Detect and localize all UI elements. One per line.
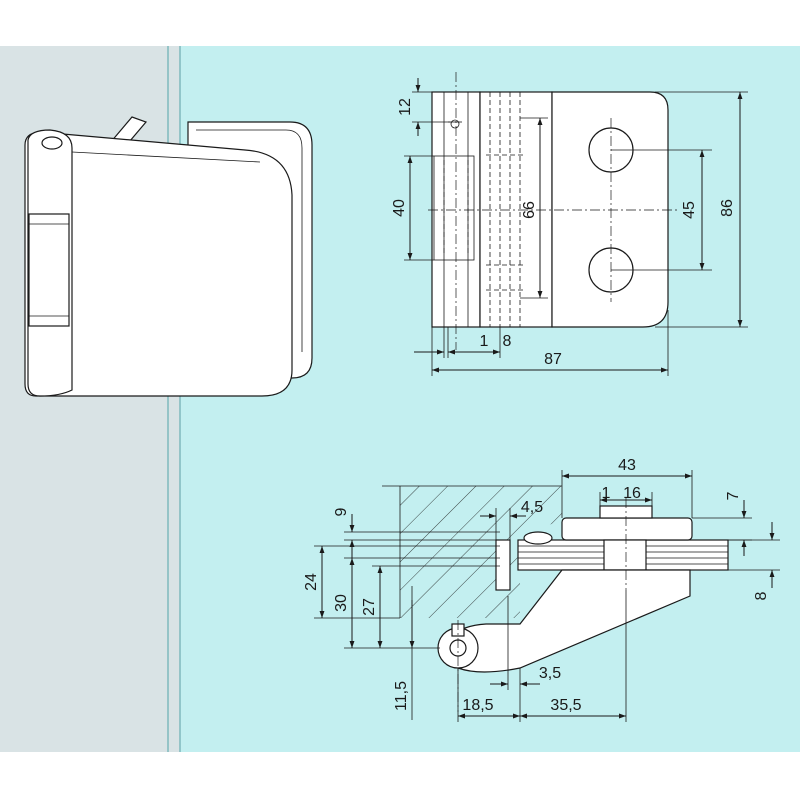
dim-35-5-label: 35,5 (550, 697, 581, 714)
section-view: 43 1 16 7 8 9 4,5 24 (303, 457, 780, 722)
dim-86-label: 86 (719, 199, 736, 217)
dim-7-label: 7 (725, 491, 742, 500)
section-clamp-cap (561, 517, 693, 541)
front-clamp-plate (551, 91, 669, 328)
hinge-top-edge-line (71, 151, 261, 163)
dim-11-5-label: 11,5 (393, 681, 410, 711)
dim-40-label: 40 (391, 199, 408, 217)
dim-27-label: 27 (361, 598, 378, 616)
pin-hidden-lines (443, 160, 469, 256)
dim-87-label: 87 (544, 351, 562, 368)
hinge-back-plate-edge (196, 129, 303, 352)
dim-8-label: 8 (503, 333, 512, 350)
front-view: 12 40 66 45 86 1 8 87 (391, 72, 748, 376)
front-slot-strip (479, 91, 553, 328)
dim-66-label: 66 (521, 201, 538, 219)
pin-screw (450, 119, 460, 129)
dim-16-label: 16 (623, 485, 641, 502)
dim-30-label: 30 (333, 594, 350, 612)
dim-24-label: 24 (303, 573, 320, 591)
hinge-knuckle-band (28, 213, 70, 327)
section-wall-hatch (400, 486, 562, 618)
pin-sleeve (433, 155, 475, 261)
dim-45-label: 45 (681, 201, 698, 219)
slot-hidden-cross (486, 154, 524, 291)
hinge-pin-hole (41, 136, 63, 150)
dim-43-label: 43 (618, 457, 636, 474)
dim-16-1-label: 1 (602, 485, 611, 502)
dim-12-label: 12 (397, 98, 414, 116)
dim-8-section-label: 8 (753, 591, 770, 600)
dim-18-5-label: 18,5 (462, 697, 493, 714)
dim-1-label: 1 (480, 333, 489, 350)
dim-9-label: 9 (333, 507, 350, 516)
hinge-illustration (24, 116, 313, 397)
dim-4-5-label: 4,5 (521, 499, 543, 516)
section-bolt-shaft (603, 539, 647, 571)
dim-3-5-label: 3,5 (539, 665, 561, 682)
section-gasket (495, 539, 511, 591)
section-seal (523, 531, 553, 545)
